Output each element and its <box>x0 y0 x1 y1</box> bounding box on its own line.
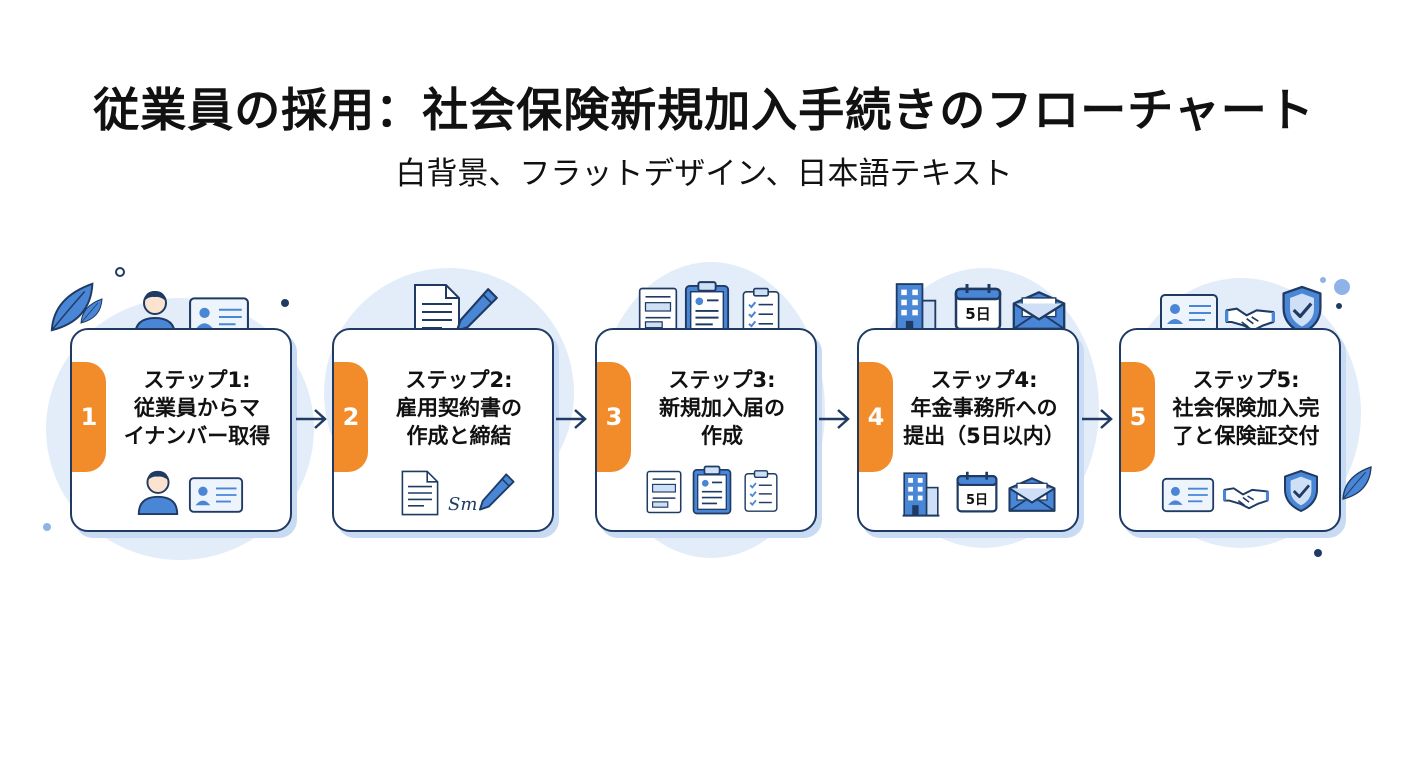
step-text-line: 社会保険加入完 <box>1172 396 1320 420</box>
step-number-badge: 3 <box>597 362 631 472</box>
step-label: ステップ4: 年金事務所への 提出（5日以内） <box>895 366 1073 450</box>
step-text-line: 作成 <box>701 424 743 448</box>
step-text-line: 雇用契約書の <box>396 396 522 420</box>
calendar-text: 5日 <box>965 305 991 323</box>
step-number-badge: 1 <box>72 362 106 472</box>
step-2: 2 ステップ2: 雇用契約書の 作成と締結 Sm <box>314 258 614 568</box>
step-text-line: 作成と締結 <box>406 424 512 448</box>
step-number-badge: 2 <box>334 362 368 472</box>
form-icon <box>645 468 683 516</box>
step-4: 5日 4 ステップ4: 年金事務所への 提出（5日以内） 5日 <box>839 258 1139 568</box>
step-3: 3 ステップ3: 新規加入届の 作成 <box>577 258 877 568</box>
step-text-line: 提出（5日以内） <box>903 424 1065 448</box>
step-heading: ステップ1: <box>143 368 251 392</box>
step-text-line: 新規加入届の <box>659 396 785 420</box>
calendar-icon: 5日 <box>953 282 1003 332</box>
step-5: 5 ステップ5: 社会保険加入完 了と保険証交付 <box>1101 258 1401 568</box>
step-label: ステップ1: 従業員からマ イナンバー取得 <box>108 366 286 450</box>
step-card: 1 ステップ1: 従業員からマ イナンバー取得 <box>70 328 292 532</box>
step-text-line: イナンバー取得 <box>123 424 271 448</box>
step-card: 3 ステップ3: 新規加入届の 作成 <box>595 328 817 532</box>
step-heading: ステップ3: <box>668 368 776 392</box>
clipboard-icon <box>691 464 733 516</box>
handshake-icon <box>1223 480 1269 512</box>
step-text-line: 従業員からマ <box>134 396 260 420</box>
envelope-icon <box>1011 290 1067 332</box>
step-label: ステップ5: 社会保険加入完 了と保険証交付 <box>1157 366 1335 450</box>
calendar-text: 5日 <box>965 493 989 508</box>
step-number-badge: 5 <box>1121 362 1155 472</box>
page-title: 従業員の採用：社会保険新規加入手続きのフローチャート <box>93 83 1315 137</box>
document-icon <box>400 468 440 518</box>
id-card-icon <box>188 476 244 514</box>
step-label: ステップ2: 雇用契約書の 作成と締結 <box>370 366 548 450</box>
building-icon <box>901 470 941 518</box>
step-heading: ステップ5: <box>1192 368 1300 392</box>
checklist-icon <box>743 468 779 514</box>
step-heading: ステップ2: <box>405 368 513 392</box>
shield-check-icon <box>1281 468 1321 514</box>
step-number-badge: 4 <box>859 362 893 472</box>
step-text-line: 年金事務所への <box>910 396 1058 420</box>
step-text-line: 了と保険証交付 <box>1172 424 1320 448</box>
signature-text: Sm <box>448 494 478 515</box>
calendar-icon: 5日 <box>955 470 999 514</box>
person-icon <box>134 468 182 516</box>
page-subtitle: 白背景、フラットデザイン、日本語テキスト <box>395 156 1013 192</box>
step-1: 1 ステップ1: 従業員からマ イナンバー取得 <box>43 258 352 568</box>
leaf-icon <box>1339 454 1379 512</box>
envelope-icon <box>1007 476 1057 514</box>
step-card: 2 ステップ2: 雇用契約書の 作成と締結 <box>332 328 554 532</box>
step-label: ステップ3: 新規加入届の 作成 <box>633 366 811 450</box>
id-card-icon <box>1161 476 1215 514</box>
step-heading: ステップ4: <box>930 368 1038 392</box>
pen-icon <box>474 470 518 514</box>
